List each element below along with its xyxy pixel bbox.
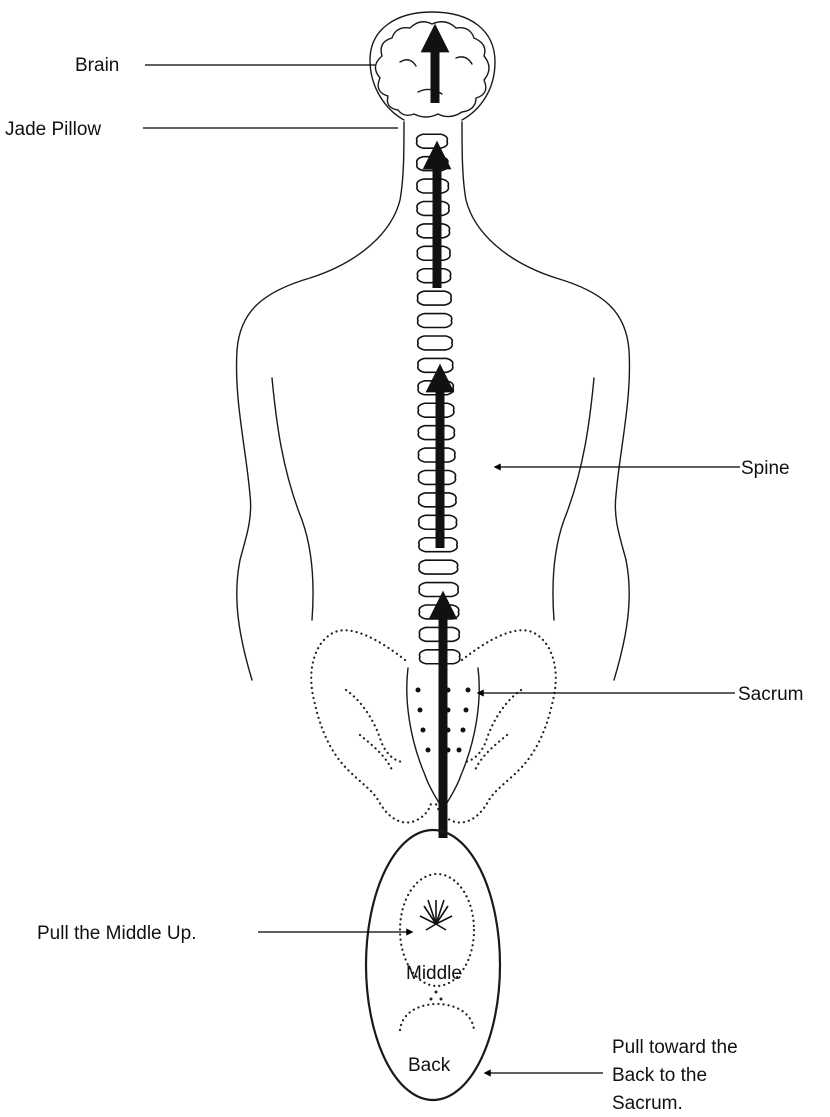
label-pull-toward-line-1: Pull toward the [612, 1037, 738, 1058]
label-spine: Spine [741, 458, 790, 479]
vertebra [419, 583, 458, 597]
right-arm [553, 378, 594, 620]
label-sacrum: Sacrum [738, 684, 803, 705]
label-brain: Brain [75, 55, 119, 76]
body-figure [237, 12, 630, 823]
vertebra [419, 560, 458, 574]
label-back: Back [408, 1055, 451, 1076]
vertebra [418, 336, 453, 350]
vertebra [417, 291, 451, 305]
label-pull-toward-line-3: Sacrum. [612, 1093, 683, 1114]
body-outline-right [462, 122, 629, 560]
label-jade-pillow: Jade Pillow [5, 119, 101, 140]
vertebra [418, 314, 452, 328]
vertebra [417, 157, 448, 171]
body-outline-left [237, 122, 404, 560]
pelvis-left [311, 630, 432, 822]
back-region-dotted [400, 1004, 474, 1030]
vertebra [417, 134, 448, 148]
label-middle: Middle [406, 963, 462, 984]
pelvic-floor-inset: Middle Back [366, 830, 500, 1100]
middle-point-icon [420, 900, 452, 930]
vertebra [418, 358, 453, 372]
left-arm [272, 378, 313, 620]
label-pull-toward-line-2: Back to the [612, 1065, 707, 1086]
label-pull-middle: Pull the Middle Up. [37, 923, 196, 944]
